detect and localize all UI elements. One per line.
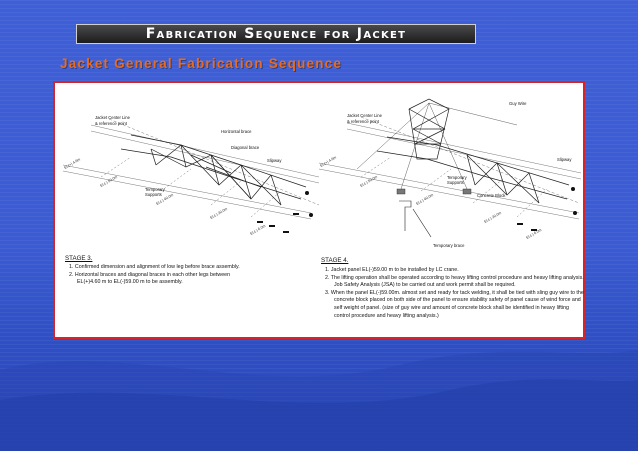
- stage3-title: STAGE 3.: [65, 255, 93, 262]
- stage4-drawing: Guy Wire Jacket Center Line & reference …: [318, 98, 582, 248]
- stage4-notes: 1. Jacket panel EL(-)59.00 m to be insta…: [325, 267, 584, 320]
- stage4-note: control procedure and heavy lifting anal…: [334, 312, 439, 319]
- stage3-diagonal-brace-label: Diagonal brace: [231, 145, 260, 150]
- stage4-temporary-label: Temporary: [447, 175, 468, 180]
- stage3-grid-label-5: EL(-) 6.0m: [250, 224, 267, 236]
- slide-title: Fabrication Sequence for Jacket: [145, 26, 407, 42]
- slide-title-bar: Fabrication Sequence for Jacket: [76, 24, 476, 44]
- stage4-title: STAGE 4.: [321, 257, 349, 264]
- stage4-reference-label: & reference point: [347, 119, 380, 124]
- stage4-grid-label-4: EL(-) 20.0m: [484, 211, 502, 224]
- stage3-reference-label: & reference point: [95, 121, 128, 126]
- stage3-temporary-label: Temporary: [145, 187, 166, 192]
- stage4-note: self weight of panel. (size of guy wire …: [334, 304, 569, 311]
- stage4-grid-label-3: EL(-) 40.0m: [416, 193, 434, 206]
- background-wave: [0, 350, 638, 451]
- stage3-grid-label-2: EL(-) 59.0m: [100, 175, 118, 188]
- stage3-supports-label: Supports: [145, 192, 162, 197]
- stage4-center-line-label: Jacket Center Line: [347, 113, 383, 118]
- stage3-horizontal-brace-label: Horizontal brace: [221, 129, 252, 134]
- stage3-center-line-label: Jacket Center Line: [95, 115, 131, 120]
- stage4-grid-label-5: EL(-) 6.0m: [526, 228, 543, 240]
- drawing-panel: Jacket Center Line & reference point Hor…: [53, 81, 585, 339]
- stage3-notes: 1. Confirmed dimension and alignment of …: [69, 264, 240, 287]
- stage4-note: concrete block placed on both side of th…: [334, 297, 581, 304]
- stage3-note: 2. Horizontal braces and diagonal braces…: [69, 271, 231, 278]
- stage4-note: 2. The lifting operation shall be operat…: [325, 274, 584, 281]
- stage3-grid-label-4: EL(-) 20.0m: [210, 207, 228, 220]
- stage3-note: 1. Confirmed dimension and alignment of …: [69, 264, 240, 270]
- stage4-temporary-brace-label: Temporary brace: [433, 243, 465, 248]
- slide-subtitle: Jacket General Fabrication Sequence: [60, 56, 343, 71]
- stage4-note: Job Safety Analysis (JSA) to be carried …: [334, 282, 516, 289]
- stage4-concrete-block-label: Concrete Block: [477, 193, 506, 198]
- stage4-note: 3. When the panel EL(-)59.00m. almost se…: [325, 289, 584, 296]
- stage3-drawing: Jacket Center Line & reference point Hor…: [62, 115, 320, 236]
- stage4-guy-wire-label: Guy Wire: [509, 101, 527, 106]
- stage4-note: 1. Jacket panel EL(-)59.00 m to be insta…: [325, 267, 459, 273]
- stage3-slipway-label: Slipway: [267, 158, 282, 163]
- stage3-note: EL(+)4.60 m to EL(-)59.00 m to be assemb…: [77, 279, 183, 286]
- stage4-supports-label: Supports: [447, 180, 464, 185]
- stage4-grid-label-2: EL(-) 59.0m: [360, 175, 378, 188]
- stage4-slipway-label: Slipway: [557, 157, 572, 162]
